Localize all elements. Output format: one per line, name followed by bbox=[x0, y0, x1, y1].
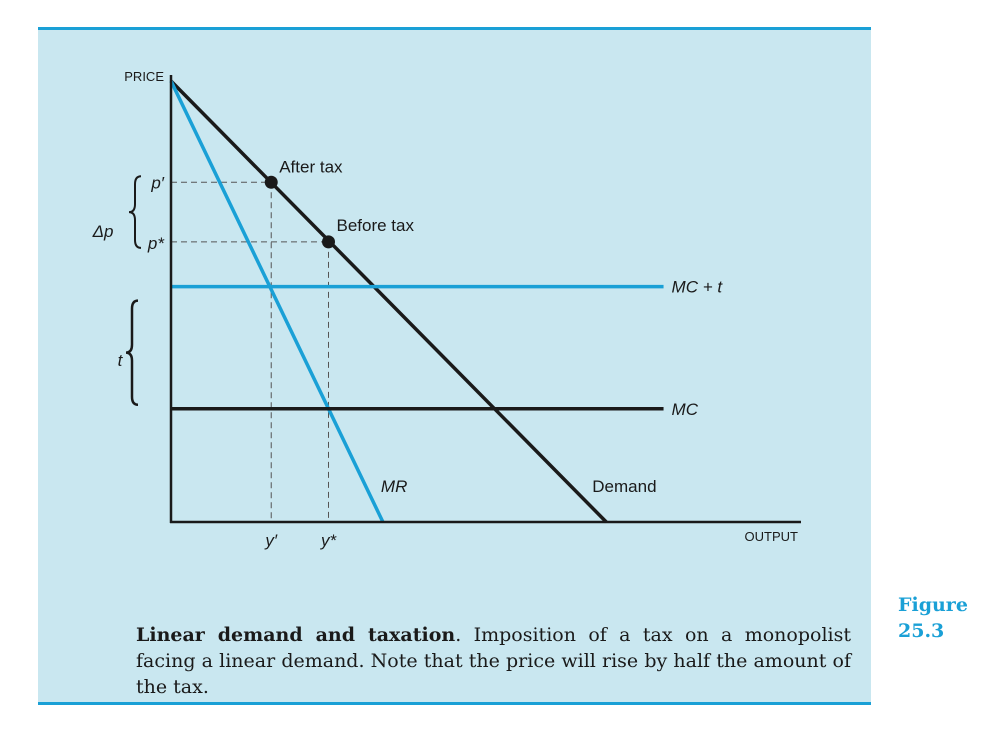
series-label-mr: MR bbox=[381, 477, 407, 496]
top-rule bbox=[38, 27, 871, 30]
figure-label-word: Figure bbox=[898, 594, 968, 616]
x-axis-label: OUTPUT bbox=[745, 529, 799, 544]
figure-caption: Linear demand and taxation. Imposition o… bbox=[136, 622, 851, 700]
series-label-demand: Demand bbox=[592, 477, 656, 496]
caption-text: . Imposition of a tax on a monopolist fa… bbox=[136, 624, 851, 698]
figure-label: Figure 25.3 bbox=[898, 592, 988, 644]
price-label-p-prime: p′ bbox=[150, 173, 164, 192]
point-after-tax bbox=[264, 175, 278, 189]
series-label-mc-plus-t: MC + t bbox=[672, 278, 724, 297]
figure-panel: PRICE OUTPUT Demand MR MC + t MC After t… bbox=[38, 30, 871, 702]
point-label-before-tax: Before tax bbox=[337, 216, 415, 235]
bottom-rule bbox=[38, 702, 871, 705]
series-line-mr bbox=[169, 80, 385, 523]
tax-brace bbox=[125, 299, 139, 407]
delta-p-label: Δp bbox=[92, 222, 114, 241]
point-label-after-tax: After tax bbox=[279, 157, 343, 176]
figure-label-number: 25.3 bbox=[898, 620, 945, 642]
chart-svg: PRICE OUTPUT Demand MR MC + t MC After t… bbox=[92, 69, 801, 550]
series-line-demand bbox=[169, 79, 608, 524]
tax-label: t bbox=[118, 351, 124, 370]
price-label-p-star: p* bbox=[147, 234, 165, 253]
series-label-mc: MC bbox=[672, 400, 699, 419]
delta-p-brace bbox=[128, 175, 142, 249]
quantity-label-y-prime: y′ bbox=[264, 531, 278, 550]
y-axis-label: PRICE bbox=[124, 69, 164, 84]
quantity-label-y-star: y* bbox=[320, 531, 338, 550]
point-before-tax bbox=[322, 235, 335, 249]
caption-title: Linear demand and taxation bbox=[136, 624, 456, 646]
